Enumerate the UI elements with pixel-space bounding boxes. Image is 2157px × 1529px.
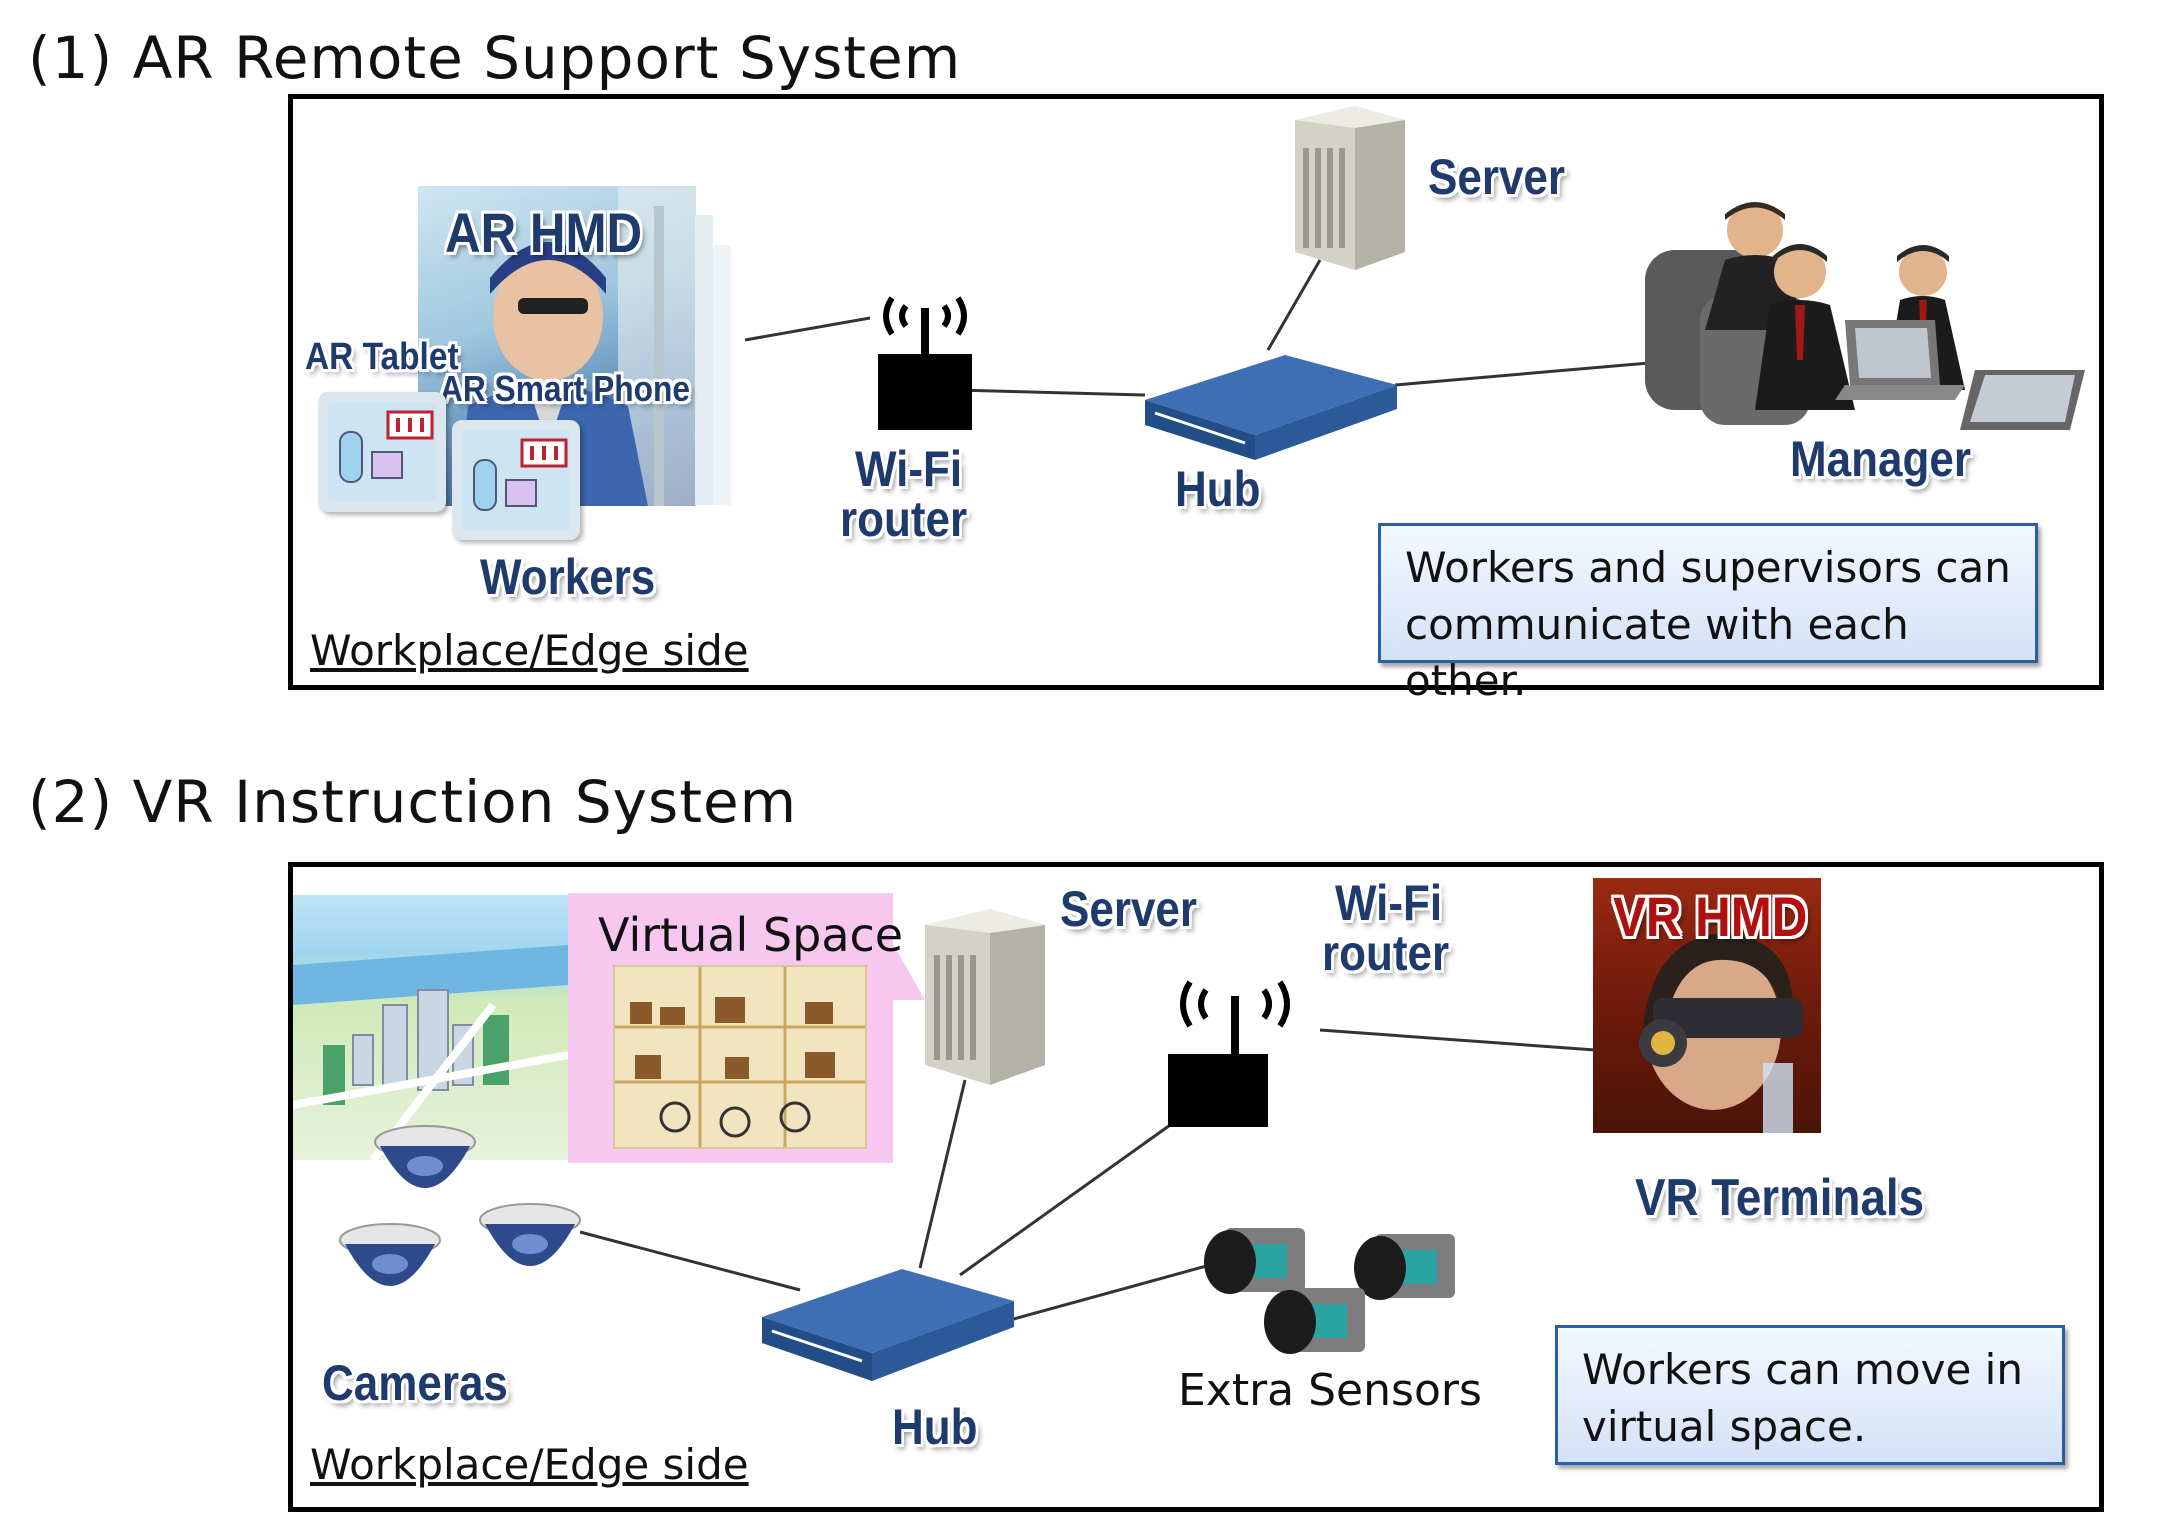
section1-title: (1) AR Remote Support System — [28, 24, 962, 92]
photo-stack-edge — [695, 215, 713, 505]
vr-hmd-label: VR HMD — [1613, 885, 1808, 948]
wifi-router-label-line1: Wi-Fi — [855, 441, 963, 497]
hub-icon — [1135, 345, 1405, 465]
sensor-icon-3 — [1260, 1282, 1370, 1362]
vr-note-line2: virtual space. — [1582, 1401, 1867, 1451]
shop-icon — [615, 967, 865, 1147]
sensor-icon-2 — [1350, 1228, 1460, 1308]
workers-label: Workers — [480, 549, 656, 605]
vr-note-line1: Workers can move in — [1582, 1345, 2023, 1394]
person-with-vr-headset-icon — [1639, 933, 1803, 1133]
wifi-router-2-label-line2: router — [1322, 925, 1450, 981]
ar-smartphone-label: AR Smart Phone — [440, 368, 690, 409]
server-icon-2 — [910, 895, 1055, 1085]
vr-terminals-label: VR Terminals — [1635, 1169, 1925, 1227]
camera-icon-2 — [335, 1218, 445, 1308]
city-image — [293, 895, 568, 1160]
ar-note-line2: communicate with each other. — [1405, 599, 1909, 706]
wifi-router-label-line2: router — [840, 491, 968, 547]
callout-pointer — [885, 930, 925, 1000]
ar-hmd-label: AR HMD — [445, 201, 643, 264]
manager-label: Manager — [1790, 431, 1971, 487]
photo-stack-edge-2 — [713, 245, 731, 505]
wifi-router-2-label-line1: Wi-Fi — [1335, 875, 1443, 931]
server-label: Server — [1428, 149, 1566, 205]
ar-tablet-label: AR Tablet — [305, 336, 459, 378]
vr-edge-label: Workplace/Edge side — [310, 1440, 749, 1489]
shop-shelves-image — [613, 965, 867, 1149]
ar-note-box: Workers and supervisors can communicate … — [1378, 523, 2038, 705]
hub-label: Hub — [1175, 461, 1261, 517]
tablet-icon — [318, 392, 446, 512]
cameras-label: Cameras — [322, 1355, 508, 1411]
hub-label-2: Hub — [892, 1399, 978, 1455]
city-icon — [293, 945, 568, 1160]
ar-edge-label: Workplace/Edge side — [310, 626, 749, 675]
hub-icon-2 — [752, 1255, 1022, 1385]
vr-note-box: Workers can move in virtual space. — [1555, 1325, 2065, 1465]
ar-note-line1: Workers and supervisors can — [1405, 543, 2011, 592]
section2-title: (2) VR Instruction System — [28, 768, 798, 836]
sensor-icon — [1200, 1222, 1310, 1302]
server-icon — [1275, 92, 1415, 270]
virtual-space-label: Virtual Space — [598, 908, 904, 962]
server-label-2: Server — [1060, 881, 1198, 937]
wifi-router-icon-2 — [1168, 962, 1313, 1127]
wifi-router-icon — [870, 258, 980, 430]
smartphone-icon — [452, 420, 580, 540]
camera-icon — [370, 1120, 480, 1210]
vr-hmd-photo — [1593, 878, 1821, 1133]
extra-sensors-label: Extra Sensors — [1178, 1365, 1482, 1416]
manager-icon — [1645, 200, 2085, 430]
camera-icon-3 — [475, 1198, 585, 1288]
